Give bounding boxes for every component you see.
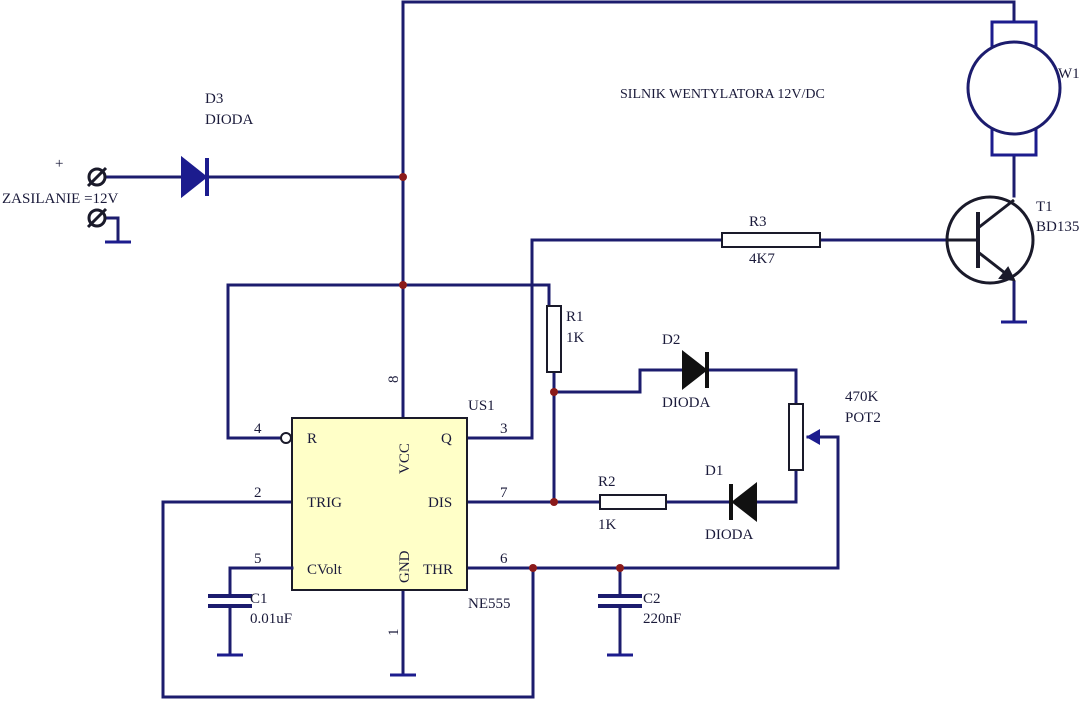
r3-value: 4K7	[749, 251, 775, 267]
ne555-ic	[226, 417, 468, 591]
motor-ref: W1	[1058, 66, 1080, 82]
ic-ref: US1	[468, 398, 495, 414]
d2-ref: D2	[662, 332, 680, 348]
wire-r3-in	[530, 238, 724, 287]
junction-dot	[399, 281, 407, 289]
pot-ref: POT2	[845, 410, 881, 426]
junction-dot	[529, 564, 537, 572]
transistor-icon	[945, 195, 1035, 285]
transistor-ref: T1	[1036, 199, 1053, 215]
resistor-r2-icon	[599, 494, 667, 510]
capacitor-c1-icon	[208, 594, 252, 608]
ic-pin-vcc: VCC	[397, 443, 413, 474]
ic-pin-dis: DIS	[428, 495, 452, 511]
junctions	[399, 173, 624, 572]
junction-dot	[550, 498, 558, 506]
c2-value: 220nF	[643, 611, 681, 627]
pin-number-8: 8	[386, 376, 402, 384]
ic-part: NE555	[468, 596, 511, 612]
transistor-value: BD135	[1036, 219, 1079, 235]
r2-ref: R2	[598, 474, 616, 490]
potentiometer-icon	[788, 403, 820, 471]
wire-wiper-thr	[531, 435, 840, 570]
pin-number-3: 3	[500, 421, 508, 437]
r2-value: 1K	[598, 517, 617, 533]
terminal-slash	[86, 207, 108, 229]
wire-pin4	[226, 283, 283, 440]
pin-number-5: 5	[254, 551, 262, 567]
wire-pot-d1	[756, 468, 798, 504]
pin-number-6: 6	[500, 551, 508, 567]
wire-r1-d2	[552, 368, 684, 394]
pin-number-2: 2	[254, 485, 262, 501]
pin-number-4: 4	[254, 421, 262, 437]
supply-label: ZASILANIE =12V	[2, 191, 119, 207]
power-terminals	[86, 166, 108, 229]
ic-pin-q: Q	[441, 431, 452, 447]
diode-d3-icon	[181, 155, 209, 199]
r3-ref: R3	[749, 214, 767, 230]
wire-d2-pot	[706, 368, 798, 406]
pin-number-1: 1	[386, 629, 402, 637]
c1-ref: C1	[250, 591, 268, 607]
ic-body	[291, 417, 468, 591]
ic-pin-thr: THR	[423, 562, 453, 578]
r1-value: 1K	[566, 330, 585, 346]
pot-value: 470K	[845, 389, 879, 405]
c1-value: 0.01uF	[250, 611, 292, 627]
supply-plus-label: +	[55, 156, 63, 172]
terminal-slash	[86, 166, 108, 188]
d2-value: DIODA	[662, 395, 710, 411]
ic-pin-trig: TRIG	[307, 495, 342, 511]
ic-pin-gnd: GND	[397, 550, 413, 583]
junction-dot	[550, 388, 558, 396]
capacitor-c2-icon	[598, 594, 642, 608]
junction-dot	[616, 564, 624, 572]
pin-number-7: 7	[500, 485, 508, 501]
motor-icon	[966, 20, 1062, 157]
c2-ref: C2	[643, 591, 661, 607]
resistor-r1-icon	[546, 305, 562, 373]
ground-symbols	[105, 240, 1027, 677]
diode-d1-icon	[729, 481, 757, 523]
junction-dot	[399, 173, 407, 181]
reset-inverter-icon	[280, 432, 292, 444]
diode-d2-icon	[682, 349, 709, 391]
d3-ref: D3	[205, 91, 223, 107]
wires	[98, 0, 1016, 699]
wire-trig-loop	[161, 500, 535, 699]
wire-vcc-rail	[401, 0, 1016, 287]
d1-ref: D1	[705, 463, 723, 479]
wire-reset-rail	[226, 283, 551, 308]
resistor-r3-icon	[721, 232, 821, 248]
d1-value: DIODA	[705, 527, 753, 543]
diagram-title: SILNIK WENTYLATORA 12V/DC	[620, 87, 825, 102]
d3-value: DIODA	[205, 112, 253, 128]
wire-q-out	[465, 283, 534, 440]
ic-pin-cvolt: CVolt	[307, 562, 343, 578]
r1-ref: R1	[566, 309, 584, 325]
ic-pin-r: R	[307, 431, 317, 447]
